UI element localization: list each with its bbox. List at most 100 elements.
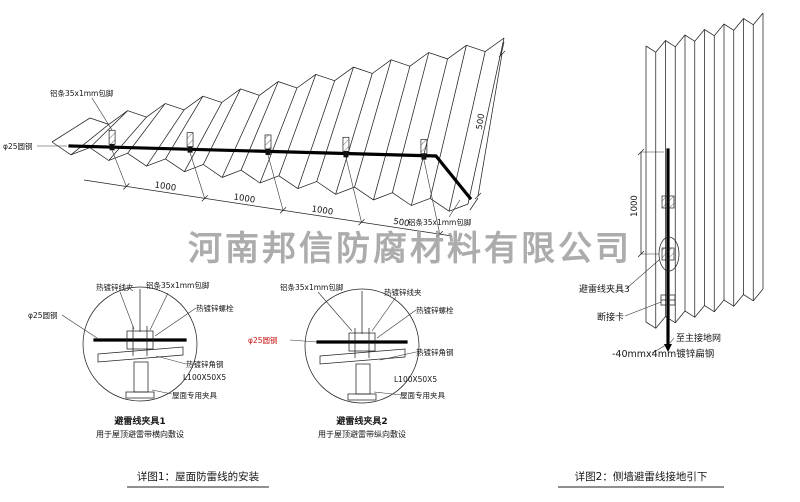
label-disconnect: 断接卡 [597,311,624,323]
corrugation-fold-line [240,81,279,171]
corrugation-fold-line [89,110,128,148]
leader-line [626,259,660,289]
extension-line [469,197,479,211]
dim-tick [637,148,645,156]
label-alu-strip-top: 铝条35x1mm包脚 [50,88,113,98]
extension-line [423,159,441,235]
dimension-line [83,179,453,237]
label-round-steel: φ25圆钢 [28,310,58,320]
leader-line [624,301,662,317]
corrugation-fold-line [410,58,448,206]
sheet-top-profile [645,12,764,53]
dim-label-1: 1000 [154,180,177,193]
corrugation-fold-line [373,66,411,201]
label-galv-clip: 热镀锌线夹 [96,282,134,292]
roof-clamps-and-extensions [108,129,444,238]
label-alu-strip-right: 铝条35x1mm包脚 [408,217,471,227]
roof-corrugated-sheet [51,37,505,212]
leader-line [149,292,169,331]
leader-line [371,296,397,332]
label-angle-steel: 热镀锌角钢 [186,359,224,369]
corrugation-fold-line [259,87,298,184]
dim-label-3: 1000 [311,204,334,217]
detail1-subtitle: 用于屋顶避雷带横向敷设 [96,429,184,439]
label-angle-spec: L100X50X5 [394,375,437,384]
corrugation-fold-line [202,88,241,165]
wire-clamp [265,148,271,155]
extension-line [500,41,505,56]
corrugation-fold-line [429,45,467,199]
wire-arrowhead [664,344,672,352]
roof-dimension-chain: 1000 1000 1000 500 500 [83,41,506,237]
captions: 详图1：屋面防雷线的安装 详图2：侧墙避雷线接地引下 [127,470,724,488]
label-to-ground: 至主接地网 [676,332,721,344]
detail2-title: 避雷线夹具2 [336,415,387,427]
label-angle-steel: 热镀锌角钢 [416,347,454,357]
wall-wire-clamp [661,247,675,261]
extension-line [111,150,127,187]
label-alu-strip: 铝条35x1mm包脚 [146,280,209,290]
leader-line [91,97,113,131]
detail-circle-1: 热镀锌线夹 铝条35x1mm包脚 热镀锌螺栓 φ25圆钢 热镀锌角钢 L100X… [28,280,234,439]
angle-steel-section [355,363,371,395]
label-galv-bolt: 热镀锌螺栓 [196,303,234,313]
detail1-circle [82,286,198,402]
leader-line [154,307,197,337]
detail2-subtitle: 用于屋顶避雷带纵向敷设 [318,429,406,439]
dim-tick [637,250,645,258]
wire-clamp [343,151,349,158]
corrugation-fold-line [448,51,486,212]
label-round-steel: φ25圆钢 [3,141,33,151]
corrugation-fold-line [70,124,110,156]
leader-line [317,291,353,332]
leader-line [119,291,135,330]
wire-clamp [187,146,193,153]
corrugation-fold-line [335,73,373,195]
corrugation-fold-line [221,95,260,178]
corrugation-fold-line [278,74,317,176]
leader-line [289,339,318,343]
sheet-bottom-profile [645,288,764,329]
detail2-circle [304,288,420,404]
roof-sheet-section [97,346,184,363]
wall-down-conductor-group: 1000 避雷线夹具3 断接卡 至主接地网 -40mmx4mm镀锌扁钢 [579,148,721,360]
corrugation-fold-line [51,117,91,143]
fixture-foot [347,393,377,401]
leader-line [379,351,417,361]
label-flat-steel: -40mmx4mm镀锌扁钢 [612,348,714,360]
corrugation-fold-line [146,109,185,167]
angle-steel-section [133,361,149,393]
corrugation-fold-line [108,116,147,161]
fixture-foot [125,391,155,399]
clamp-body [348,332,376,352]
leader-line [61,314,98,339]
corrugation-fold-line [354,59,392,188]
corrugation-fold-line [316,66,354,182]
extension-line [267,154,284,211]
wire-clamp-post [108,129,116,145]
wire-clamp-post [264,134,272,150]
leader-line [151,389,173,395]
wire-clamp [109,144,115,151]
wire-clamp-post [342,136,350,152]
company-watermark: 河南邦信防腐材料有限公司 [188,229,632,269]
extension-line [345,157,362,223]
dim-tick [474,192,482,200]
label-galv-bolt: 热镀锌螺栓 [416,305,454,315]
label-galv-clip: 热镀锌线夹 [384,287,422,297]
sheet-fill [52,38,504,212]
label-alu-strip: 铝条35x1mm包脚 [280,282,343,292]
corrugation-fold-line [297,80,335,189]
wire-clamp-post [420,139,428,154]
wire-clamp-post [186,132,194,147]
wall-wire-clamp [661,195,675,209]
sheet-bottom-profile [51,141,469,212]
leader-line [155,355,187,365]
caption-detail1: 详图1：屋面防雷线的安装 [137,470,260,483]
caption-detail2: 详图2：侧墙避雷线接地引下 [575,470,708,483]
dimension-line-right [477,53,503,197]
wall-dim-label: 1000 [630,195,640,217]
leader-line [651,344,667,354]
leader-line [376,309,417,339]
